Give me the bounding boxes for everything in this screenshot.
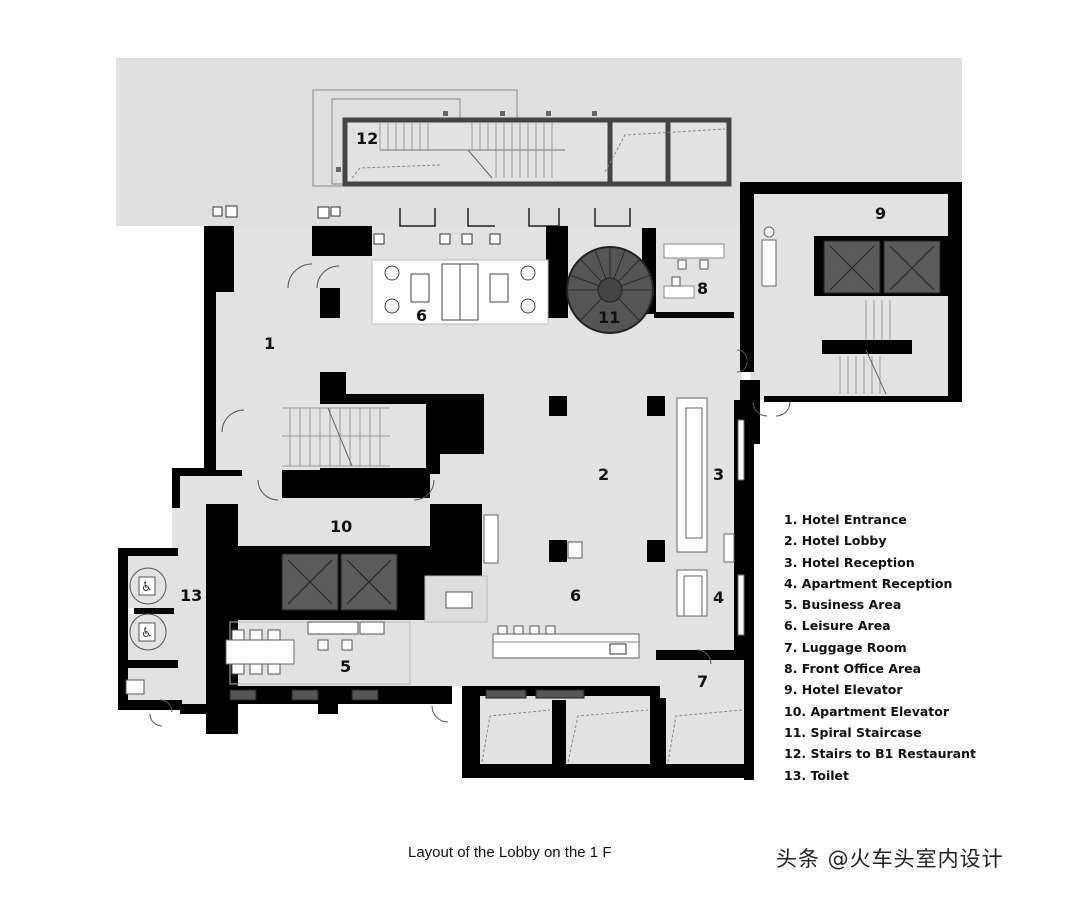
front-office-furniture	[662, 243, 736, 308]
legend-item: 9. Hotel Elevator	[784, 682, 903, 698]
svg-text:♿: ♿	[141, 626, 153, 641]
room-label-3: 3	[713, 465, 724, 484]
room-label-6-lounge: 6	[416, 306, 427, 325]
planter-icons	[212, 205, 501, 245]
entrance-facade	[399, 208, 631, 227]
legend-item: 11. Spiral Staircase	[784, 724, 922, 740]
leisure-lounge-furniture	[371, 259, 549, 325]
watermark: 头条 @火车头室内设计	[776, 847, 1004, 871]
room-label-12: 12	[356, 129, 378, 148]
legend-item: 3. Hotel Reception	[784, 554, 915, 570]
legend-item: 8. Front Office Area	[784, 661, 922, 677]
elevator-lobby-bench	[761, 226, 777, 287]
room-label-8: 8	[697, 279, 708, 298]
svg-text:♿: ♿	[141, 580, 153, 595]
elevator-x-marks	[287, 245, 935, 605]
door-swings	[149, 263, 791, 727]
legend-item: 2. Hotel Lobby	[784, 533, 887, 549]
lobby-chair	[567, 541, 583, 559]
room-label-6-bar: 6	[570, 586, 581, 605]
legend-item: 5. Business Area	[784, 597, 902, 613]
room-label-11: 11	[598, 308, 620, 327]
wheelchair-icons: ♿ ♿	[141, 580, 153, 641]
accessible-toilets	[125, 567, 167, 695]
room-label-7: 7	[697, 672, 708, 691]
legend-item: 7. Luggage Room	[784, 639, 907, 655]
storage-dashes	[481, 709, 743, 763]
stair-core-lines	[282, 407, 390, 467]
room-label-13: 13	[180, 586, 202, 605]
stairs-b1: 12	[312, 89, 732, 187]
room-label-4: 4	[713, 588, 724, 607]
legend-item: 1. Hotel Entrance	[784, 512, 907, 527]
spiral-staircase	[566, 246, 654, 334]
legend-item: 4. Apartment Reception	[784, 575, 953, 591]
room-label-2: 2	[598, 465, 609, 484]
business-area-furniture	[225, 621, 585, 701]
bar-counter	[492, 625, 640, 659]
wall-bench	[483, 514, 499, 564]
room-label-5: 5	[340, 657, 351, 676]
legend-item: 12. Stairs to B1 Restaurant	[784, 746, 976, 762]
room-legend: 1. Hotel Entrance 2. Hotel Lobby 3. Hote…	[784, 509, 976, 786]
reception-desks	[676, 397, 745, 636]
legend-item: 13. Toilet	[784, 767, 849, 783]
legend-item: 10. Apartment Elevator	[784, 703, 950, 719]
kiosk	[445, 591, 473, 609]
room-label-1: 1	[264, 334, 275, 353]
hotel-stair-lines	[839, 300, 891, 395]
room-label-9: 9	[875, 204, 886, 223]
figure-caption: Layout of the Lobby on the 1 F	[408, 844, 612, 861]
room-label-10: 10	[330, 517, 352, 536]
legend-item: 6. Leisure Area	[784, 618, 891, 634]
